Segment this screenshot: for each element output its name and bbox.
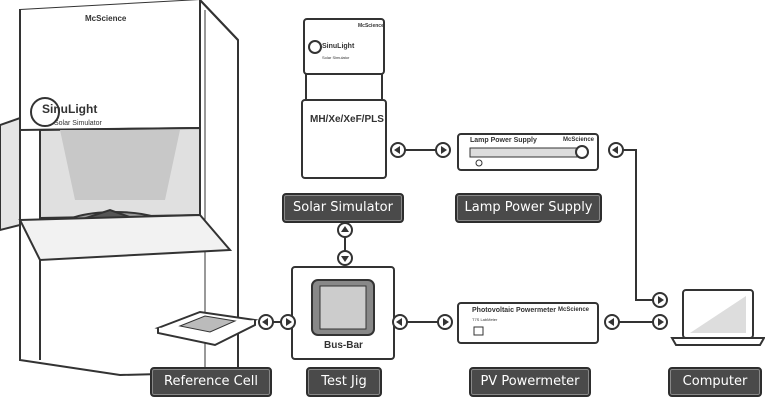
- pv-powermeter-unit: [457, 302, 599, 344]
- test-jig-unit: [291, 266, 395, 360]
- pvm-model: T7S LabMeter: [472, 317, 498, 322]
- label-lamp-power-supply: Lamp Power Supply: [455, 193, 602, 223]
- label-reference-cell: Reference Cell: [150, 367, 272, 397]
- bus-bar-label: Bus-Bar: [324, 340, 363, 351]
- big-sim-sub: Solar Simulator: [54, 120, 102, 127]
- label-pv-powermeter: PV Powermeter: [469, 367, 591, 397]
- label-test-jig: Test Jig: [306, 367, 382, 397]
- lps-brand: McScience: [563, 137, 595, 143]
- pvm-brand: McScience: [558, 307, 590, 313]
- label-solar-simulator: Solar Simulator: [282, 193, 404, 223]
- big-sim-logo: SinuLight: [42, 102, 98, 116]
- lps-title: Lamp Power Supply: [470, 137, 537, 144]
- big-sim-brand: McScience: [85, 14, 127, 23]
- pvm-title: Photovoltaic Powermeter: [472, 307, 557, 314]
- laptop-unit: [670, 289, 765, 346]
- big-solar-simulator: [0, 0, 239, 377]
- small-sim-logo: SinuLight: [322, 43, 355, 50]
- lamp-power-supply-unit: [457, 133, 599, 171]
- small-sim-brand: McScience: [358, 23, 384, 29]
- label-computer: Computer: [668, 367, 762, 397]
- small-sim-sub: Solar Simulator: [322, 55, 350, 60]
- small-solar-simulator: [301, 18, 387, 179]
- lamp-types: MH/Xe/XeF/PLS: [310, 114, 384, 125]
- reference-cell-unit: [154, 310, 259, 347]
